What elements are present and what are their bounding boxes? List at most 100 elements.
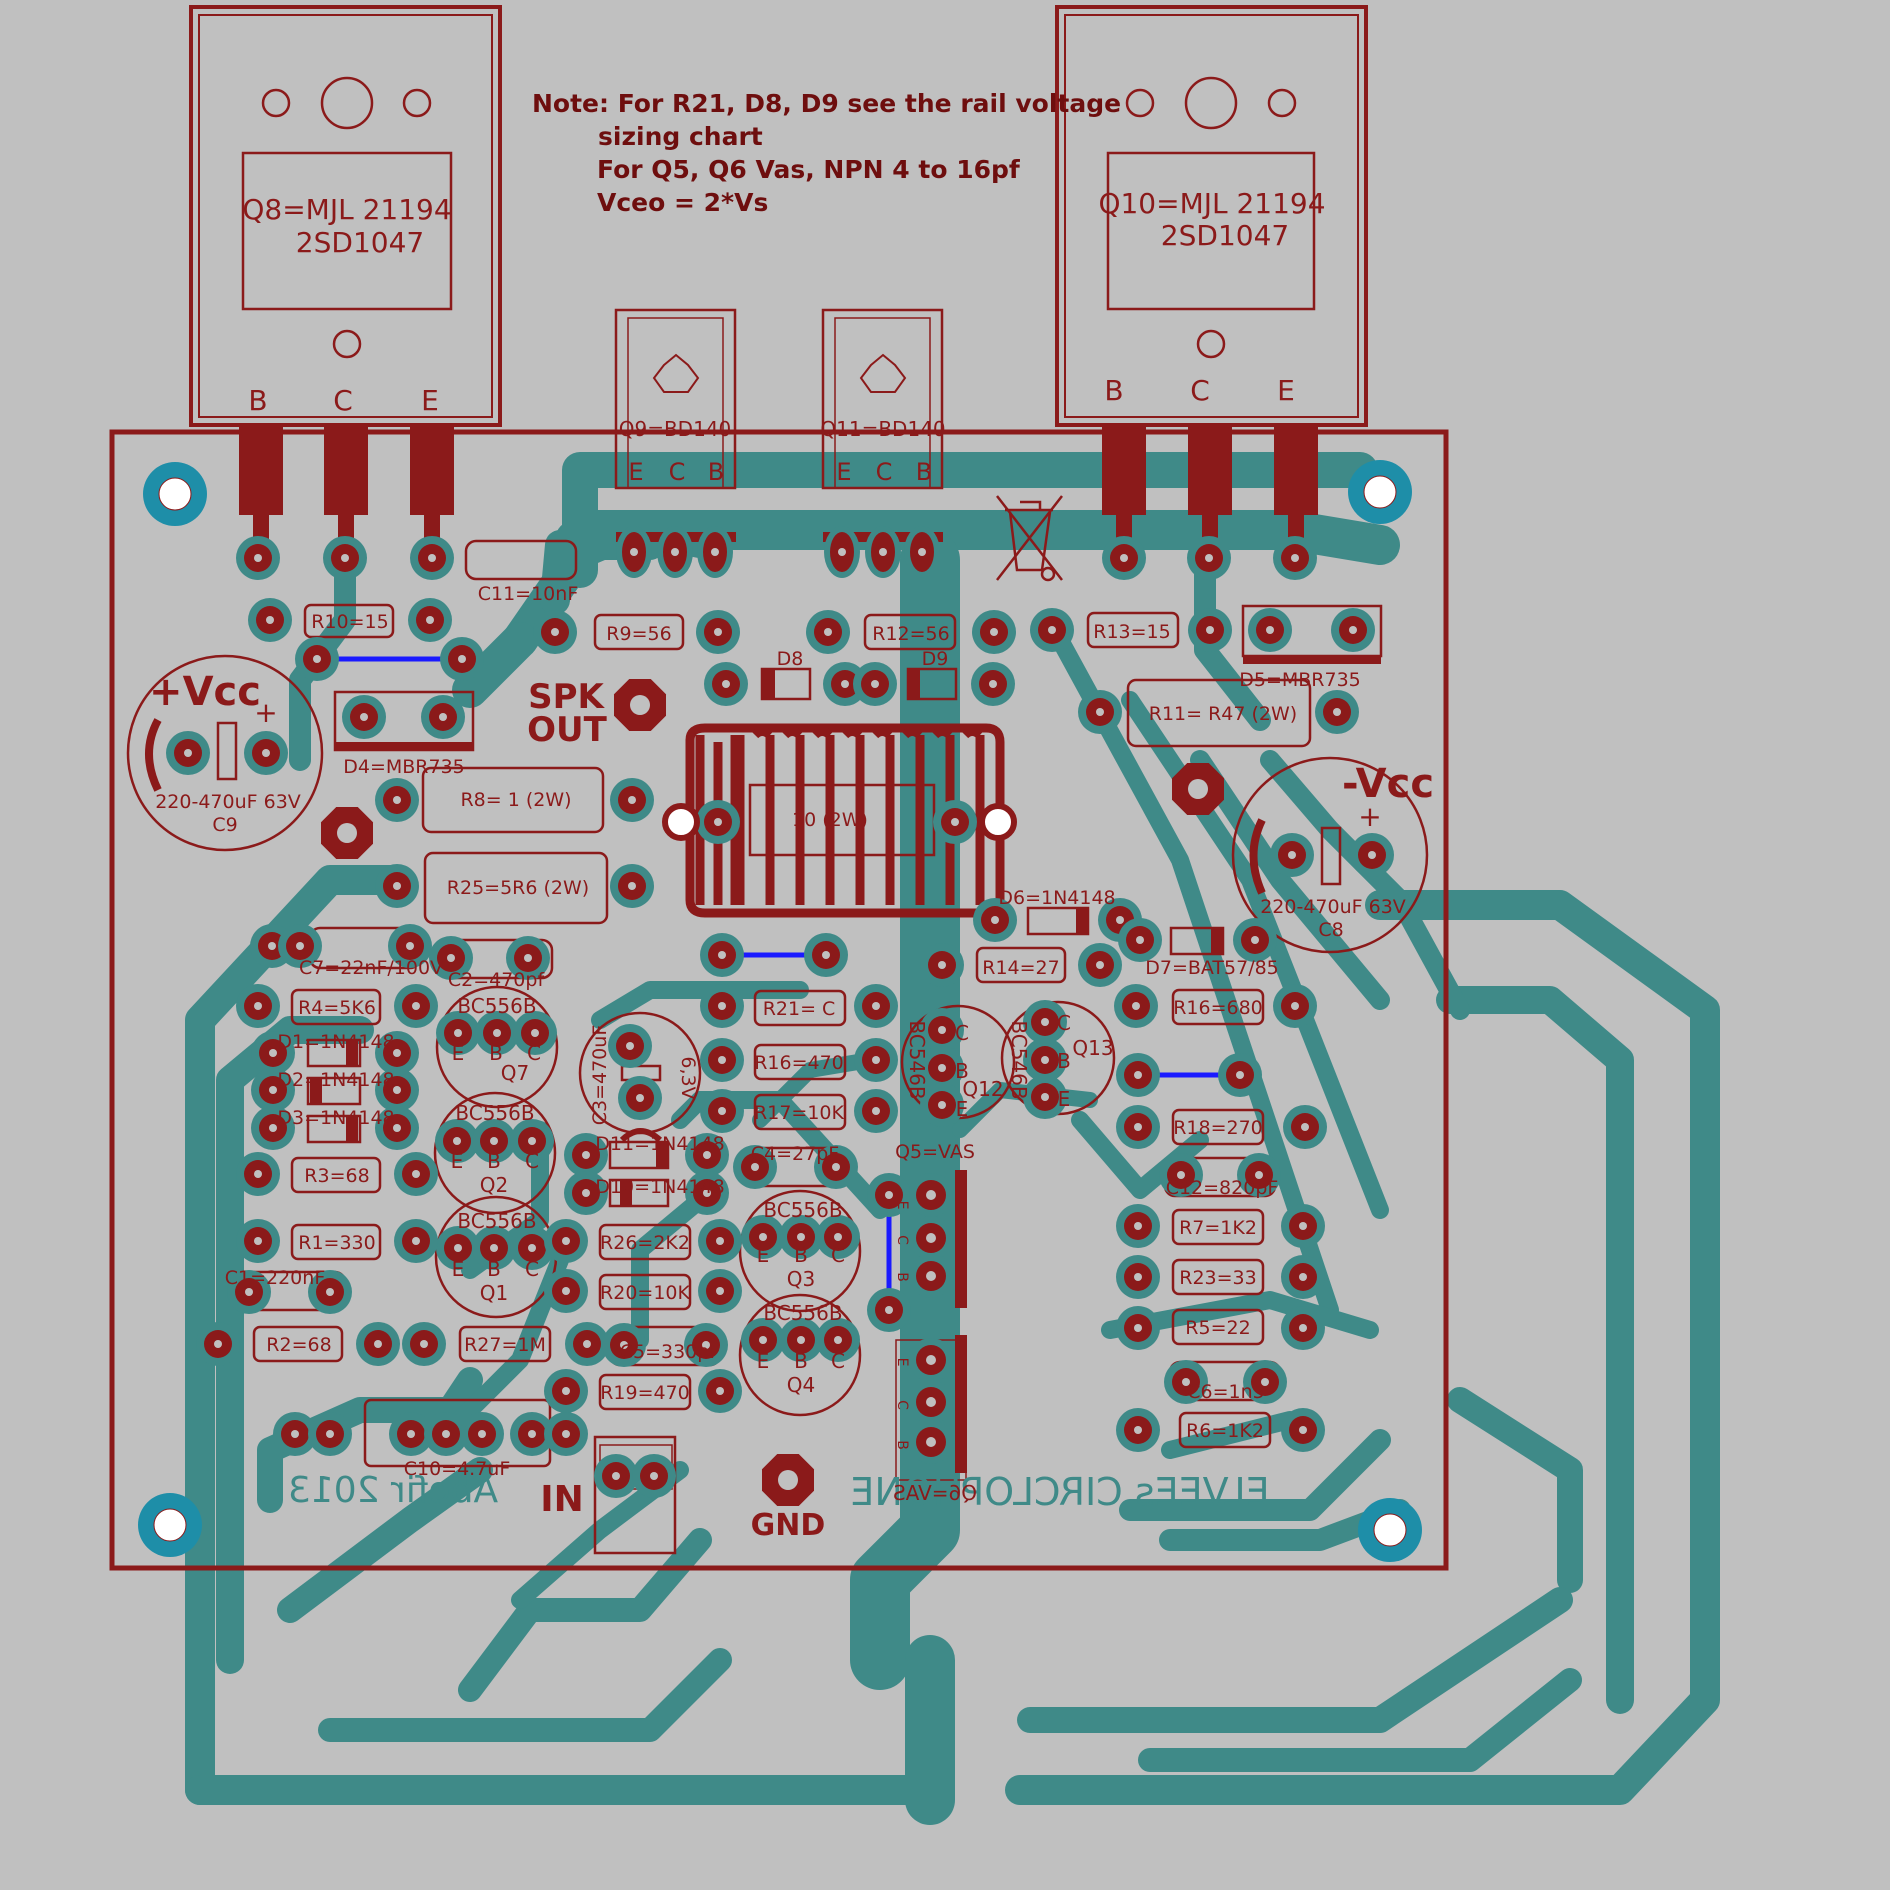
pad-hole: [620, 1341, 628, 1349]
silk-text: R10=15 C11=10nF R9=56 R12=56 R13=15 D5=M…: [155, 583, 1406, 1480]
pads-layer: [166, 526, 1394, 1506]
pad-hole: [703, 1151, 711, 1159]
copper-layer: [185, 452, 1720, 1825]
pad-hole: [254, 554, 262, 562]
label-d6: D6=1N4148: [998, 887, 1115, 909]
q8-package: Q8=MJL 21194 2SD1047 B C E: [189, 5, 502, 550]
pad-hole: [1182, 1378, 1190, 1386]
pad-hole: [1299, 1324, 1307, 1332]
pad-hole: [711, 548, 719, 556]
label-c8: C8: [1318, 919, 1343, 941]
q8-pin-c: C: [333, 384, 353, 417]
vcc-pos-plus: +: [254, 696, 277, 729]
pad-hole: [1291, 1002, 1299, 1010]
pad-hole: [1177, 1171, 1185, 1179]
label-d1: D1=1N4148: [277, 1031, 394, 1053]
q2-pin-c: C: [525, 1149, 539, 1173]
pad-hole: [1206, 626, 1214, 634]
pad-hole: [458, 655, 466, 663]
pad-hole: [478, 1430, 486, 1438]
pad-hole: [245, 1288, 253, 1296]
pad-hole: [490, 1244, 498, 1252]
pad-hole: [1349, 626, 1357, 634]
q11-pin-e: E: [836, 458, 851, 486]
q12-pin-b: B: [955, 1059, 969, 1083]
pad-hole: [630, 695, 650, 715]
pad-hole: [1299, 1273, 1307, 1281]
vcc-neg-plus: +: [1358, 800, 1381, 833]
pad-hole: [926, 1397, 936, 1407]
label-r18: R18=270: [1173, 1117, 1263, 1139]
pad-hole: [832, 1163, 840, 1171]
label-r16b: R16=680: [1173, 997, 1263, 1019]
pad-hole: [990, 628, 998, 636]
label-r19: R19=470: [600, 1382, 690, 1404]
label-r16a: R16=470: [754, 1052, 844, 1074]
pad-hole: [759, 1233, 767, 1241]
pad-hole: [374, 1340, 382, 1348]
q2-pin-e: E: [451, 1149, 464, 1173]
pad-hole: [718, 1002, 726, 1010]
label-c3v: 6,3V: [677, 1056, 699, 1099]
pad-hole: [716, 1387, 724, 1395]
pad-hole: [269, 1086, 277, 1094]
pad-hole: [1188, 779, 1208, 799]
pad-hole: [428, 554, 436, 562]
pad-hole: [454, 1029, 462, 1037]
pad-hole: [426, 616, 434, 624]
pad-hole: [1096, 708, 1104, 716]
pad-hole: [1291, 554, 1299, 562]
pad-hole: [1132, 1002, 1140, 1010]
q13-type: BC546B: [1007, 1020, 1031, 1099]
q10-pin-e: E: [1277, 374, 1295, 407]
pad-hole: [313, 655, 321, 663]
q1-pin-b: B: [487, 1257, 501, 1281]
label-r21: R21= C: [763, 998, 836, 1020]
q9-package: Q9=BD140 E C B: [614, 308, 737, 542]
pad-hole: [1048, 626, 1056, 634]
board-title: ELVEEs CIRCLOPHONE: [850, 1470, 1269, 1514]
pad-hole: [1134, 1273, 1142, 1281]
pad-hole: [1041, 1056, 1049, 1064]
pad-hole: [412, 1170, 420, 1178]
q9-pin-b: B: [708, 458, 724, 486]
pad-hole: [926, 1355, 936, 1365]
pad-hole: [938, 961, 946, 969]
label-d10: D10=1N4148: [595, 1176, 724, 1198]
q10-pin-c: C: [1190, 374, 1210, 407]
pad-hole: [407, 1430, 415, 1438]
pad-hole: [254, 1002, 262, 1010]
pad-hole: [834, 1336, 842, 1344]
pad-hole: [1255, 1171, 1263, 1179]
pad-hole: [671, 548, 679, 556]
q13-pin-b: B: [1057, 1049, 1071, 1073]
label-d3: D3=1N4148: [277, 1107, 394, 1129]
pad-hole: [879, 548, 887, 556]
pad-hole: [951, 818, 959, 826]
credit-text: Abefir 2013: [288, 1470, 498, 1511]
label-c9: C9: [212, 814, 237, 836]
label-c1: C1=220nF: [225, 1267, 326, 1289]
pad-hole: [1120, 554, 1128, 562]
pad-hole: [406, 942, 414, 950]
pad-hole: [1261, 1378, 1269, 1386]
label-c2: C2=470pf: [448, 969, 546, 991]
pad-hole: [714, 628, 722, 636]
q1-pin-e: E: [452, 1257, 465, 1281]
pad-hole: [583, 1340, 591, 1348]
label-r3: R3=68: [304, 1165, 369, 1187]
pad-hole: [834, 1233, 842, 1241]
pad-hole: [262, 749, 270, 757]
label-r4: R4=5K6: [298, 997, 376, 1019]
vas-q6-pin-b: B: [894, 1440, 910, 1450]
q12-pin-e: E: [956, 1097, 969, 1121]
spk-out-1: SPK: [528, 677, 605, 717]
label-r20: R20=10K: [600, 1282, 690, 1304]
pad-hole: [266, 616, 274, 624]
pad-hole: [326, 1430, 334, 1438]
pad-hole: [393, 882, 401, 890]
q2-name: Q2: [480, 1173, 508, 1197]
pad-hole: [722, 680, 730, 688]
pad-hole: [562, 1237, 570, 1245]
pad-hole: [626, 1042, 634, 1050]
